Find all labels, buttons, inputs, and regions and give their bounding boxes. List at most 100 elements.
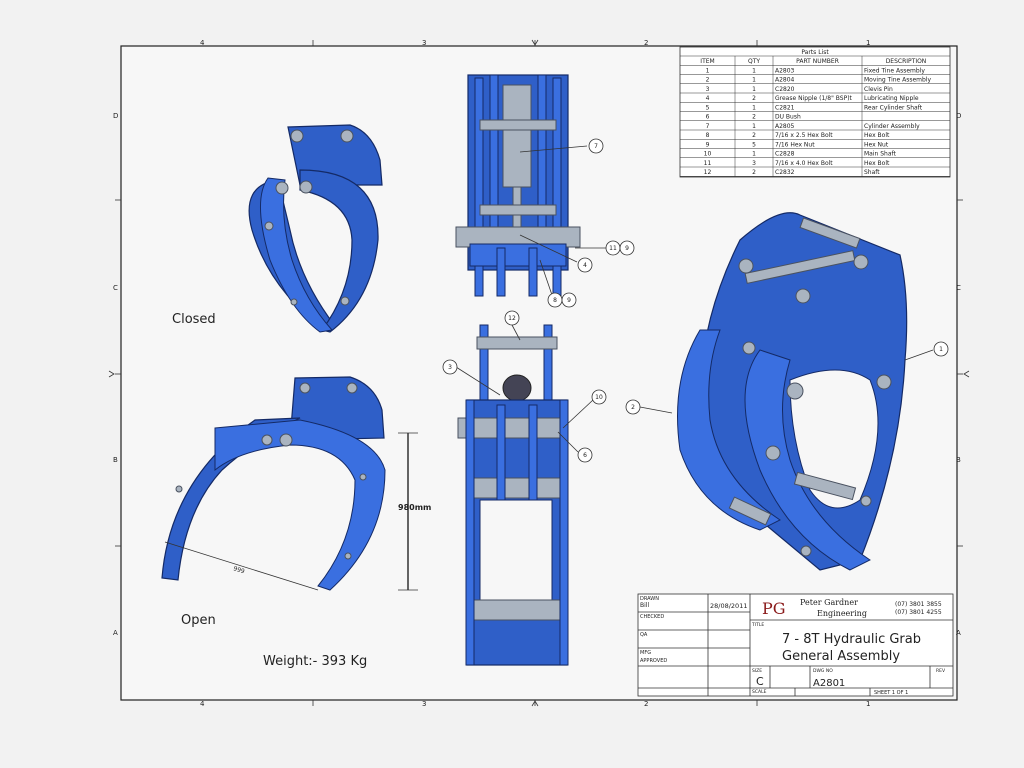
parts-cell: 10: [704, 151, 712, 158]
zone-col: 4: [200, 39, 205, 47]
parts-cell: Main Shaft: [864, 151, 897, 158]
zone-row: D: [113, 112, 118, 120]
isometric-view: [677, 212, 908, 571]
zone-col: 3: [422, 700, 426, 708]
parts-cell: 5: [706, 104, 710, 111]
company-name-1: Peter Gardner: [800, 598, 858, 607]
parts-cell: 2: [752, 132, 756, 139]
balloon-9: 9: [619, 240, 635, 256]
svg-text:9: 9: [567, 297, 571, 304]
parts-cell: 1: [706, 67, 710, 74]
open-label: Open: [181, 613, 216, 628]
zone-col: 1: [866, 39, 870, 47]
parts-cell: 1: [752, 151, 756, 158]
weight-label: Weight:- 393 Kg: [263, 654, 367, 669]
parts-header: ITEM: [700, 58, 714, 65]
zone-markers: [115, 40, 963, 706]
parts-cell: 3: [706, 86, 710, 93]
balloon-8: 8: [547, 292, 563, 308]
checked-label: CHECKED: [640, 614, 664, 620]
title-block: [637, 593, 954, 697]
svg-text:12: 12: [508, 315, 516, 322]
zone-row: A: [956, 629, 961, 637]
parts-cell: Shaft: [864, 169, 880, 176]
zone-col: 3: [422, 39, 426, 47]
parts-cell: 7/16 x 2.5 Hex Bolt: [775, 132, 833, 139]
svg-text:6: 6: [583, 452, 587, 459]
zone-col: 1: [866, 700, 870, 708]
parts-cell: Fixed Tine Assembly: [864, 67, 925, 74]
dwg-number: A2801: [813, 678, 845, 689]
parts-cell: Hex Bolt: [864, 132, 890, 139]
zone-col: 2: [644, 700, 648, 708]
sheet-number: SHEET 1 OF 1: [874, 690, 908, 696]
zone-col: 4: [200, 700, 205, 708]
size-value: C: [756, 675, 764, 688]
company-logo: PG: [762, 599, 786, 618]
drawn-date: 28/08/2011: [710, 602, 747, 610]
parts-cell: 1: [752, 123, 756, 130]
parts-cell: 7: [706, 123, 710, 130]
parts-cell: 2: [752, 114, 756, 121]
zone-row: B: [956, 456, 961, 464]
qa-label: QA: [640, 632, 648, 638]
parts-cell: A2803: [775, 67, 795, 74]
svg-text:10: 10: [595, 394, 603, 401]
svg-text:3: 3: [448, 364, 452, 371]
zone-row: C: [956, 284, 961, 292]
drawing-title-1: 7 - 8T Hydraulic Grab: [782, 632, 921, 647]
front-view-top: [455, 74, 581, 297]
parts-cell: Rear Cylinder Shaft: [864, 104, 923, 111]
balloon-9b: 9: [561, 292, 577, 308]
parts-cell: 12: [704, 169, 712, 176]
balloon-12: 12: [504, 310, 520, 326]
parts-cell: 4: [706, 95, 710, 102]
parts-cell: Hex Bolt: [864, 160, 890, 167]
parts-cell: 7/16 Hex Nut: [775, 141, 815, 148]
drawing-title-2: General Assembly: [782, 649, 900, 664]
size-label: SIZE: [752, 668, 762, 674]
parts-cell: C2832: [775, 169, 795, 176]
parts-header: PART NUMBER: [796, 58, 839, 65]
balloon-1: 1: [933, 341, 949, 357]
parts-cell: C2821: [775, 104, 795, 111]
svg-text:Parts List: Parts List: [801, 49, 829, 56]
balloon-6: 6: [577, 447, 593, 463]
zone-row: C: [113, 284, 118, 292]
parts-cell: 1: [752, 77, 756, 84]
balloon-11: 11: [605, 240, 621, 256]
phone-2: (07) 3801 4255: [895, 609, 942, 616]
rev-label: REV: [936, 668, 946, 674]
parts-cell: Clevis Pin: [864, 86, 893, 93]
svg-text:2: 2: [631, 404, 635, 411]
parts-cell: 1: [752, 86, 756, 93]
zone-row: A: [113, 629, 118, 637]
title-label: TITLE: [751, 622, 764, 628]
balloon-3: 3: [442, 359, 458, 375]
open-view: [161, 376, 386, 591]
zone-col: 2: [644, 39, 648, 47]
drawn-label: DRAWN: [640, 596, 659, 602]
company-name-2: Engineering: [817, 609, 867, 618]
parts-cell: A2804: [775, 77, 795, 84]
parts-cell: Hex Nut: [864, 141, 889, 148]
balloon-10: 10: [591, 389, 607, 405]
closed-view: [248, 124, 383, 333]
parts-cell: 7/16 x 4.0 Hex Bolt: [775, 160, 833, 167]
parts-header: QTY: [748, 58, 760, 65]
span-dimension: 999: [232, 565, 245, 575]
parts-cell: 1: [752, 67, 756, 74]
approved-label: APPROVED: [640, 658, 667, 664]
parts-cell: 11: [704, 160, 712, 167]
parts-cell: 6: [706, 114, 710, 121]
closed-label: Closed: [172, 312, 216, 327]
parts-cell: 2: [752, 95, 756, 102]
parts-cell: 5: [752, 141, 756, 148]
parts-cell: Lubricating Nipple: [864, 95, 919, 102]
parts-cell: DU Bush: [775, 114, 801, 121]
balloon-4: 4: [577, 257, 593, 273]
scale-label: SCALE: [752, 689, 767, 695]
svg-text:11: 11: [609, 245, 617, 252]
